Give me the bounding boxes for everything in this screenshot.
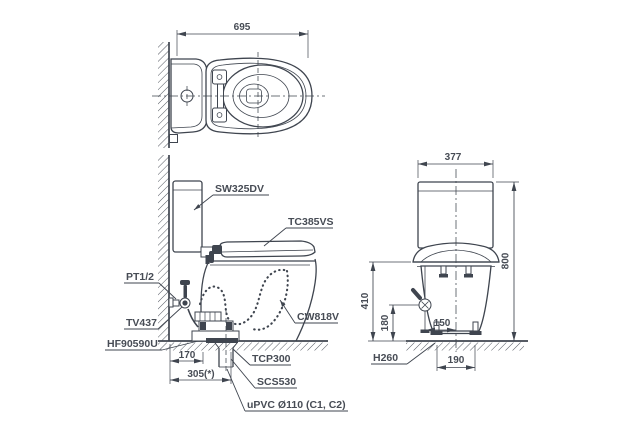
seat-hinge-stem [209, 251, 214, 263]
pipe-flare [214, 342, 238, 349]
wall-hatch [158, 155, 169, 341]
tank-front [417, 181, 494, 249]
wall-hatch [158, 42, 169, 148]
dim-rim-height: 410 [360, 292, 371, 309]
leader-supply-hose [161, 340, 199, 351]
leader-flange [232, 348, 251, 366]
label-socket: SCS530 [257, 376, 296, 388]
stop-valve-center [182, 300, 188, 306]
floor-hatch [406, 342, 524, 351]
leader-stop-valve [157, 306, 183, 330]
dim-valve-height: 180 [380, 314, 391, 331]
label-drain-height: H260 [373, 352, 398, 364]
wall-flange [168, 297, 174, 308]
dim-overall-depth: 695 [234, 22, 251, 33]
seat-side [219, 240, 316, 258]
seat-dome [412, 242, 500, 263]
fitting-bolt-right [226, 322, 232, 330]
dim-valve-offset: 150 [434, 318, 451, 329]
side-view: SW325DV TC385VS PT1/2 TV437 HF90590U CW8… [105, 155, 348, 412]
leader-seat [263, 227, 287, 247]
leader-supply-inlet [158, 282, 177, 300]
flush-bolt [205, 255, 210, 264]
tank-lid-seam [170, 63, 203, 129]
dim-wall-to-outlet: 305(*) [187, 369, 214, 380]
top-view: 695 [152, 22, 325, 148]
valve-base [420, 329, 430, 333]
valve-cross [421, 301, 429, 309]
label-bowl-model: CW818V [297, 311, 339, 323]
leader-socket [230, 358, 256, 389]
seat-hinge-cap [212, 245, 222, 254]
trapway-curve [198, 268, 289, 326]
label-supply-inlet: PT1/2 [126, 271, 154, 283]
drain-pipe-walls [218, 348, 234, 367]
foot-bolt-right [472, 321, 479, 332]
hinge-plate-bottom [212, 107, 227, 123]
tank-side [172, 180, 203, 253]
label-stop-valve: TV437 [126, 317, 157, 329]
flange-band [206, 338, 238, 343]
hinge-bolt-right [465, 265, 472, 275]
hinge-bolt-top [216, 74, 223, 80]
supply-hose-line [187, 308, 199, 328]
label-tank-model: SW325DV [215, 183, 264, 195]
label-flange: TCP300 [252, 353, 291, 365]
leader-drain-height [406, 342, 436, 365]
trapway-curve-tail [251, 269, 289, 331]
hinge-bolt-bottom [216, 112, 223, 118]
hinge-bolt-left-cap [439, 274, 448, 278]
dim-wall-to-trap: 170 [179, 350, 196, 361]
label-seat-model: TC385VS [288, 216, 334, 228]
front-view: 377 800 410 180 150 190 H260 [360, 152, 528, 371]
fitting-ribs [199, 312, 216, 321]
leader-bowl [279, 299, 296, 324]
hinge-bolt-right-cap [464, 274, 473, 278]
fitting-top [194, 311, 222, 322]
foot-right-cap [469, 331, 482, 335]
supply-stub [169, 134, 178, 143]
foot-left-cap [430, 331, 443, 335]
valve-knob [180, 280, 190, 285]
label-drain-pipe: uPVC Ø110 (C1, C2) [247, 399, 346, 411]
hinge-bolt-left [440, 265, 447, 275]
supply-pipe [172, 299, 180, 307]
bowl-front-edge [295, 258, 317, 342]
leader-drain-pipe [226, 368, 246, 412]
floor-hatch [158, 342, 328, 351]
valve-handle [411, 288, 422, 300]
hinge-plate-top [212, 69, 227, 85]
dim-overall-height: 800 [501, 252, 512, 269]
dim-bolt-spacing: 190 [448, 355, 465, 366]
bowl-back-edge [200, 260, 210, 341]
fitting-bolt-left [200, 322, 206, 330]
dim-tank-width: 377 [445, 152, 462, 163]
seat-seam [221, 249, 314, 253]
label-supply-hose: HF90590U [107, 338, 158, 350]
leader-tank [193, 194, 214, 211]
valve-stem [183, 285, 187, 298]
